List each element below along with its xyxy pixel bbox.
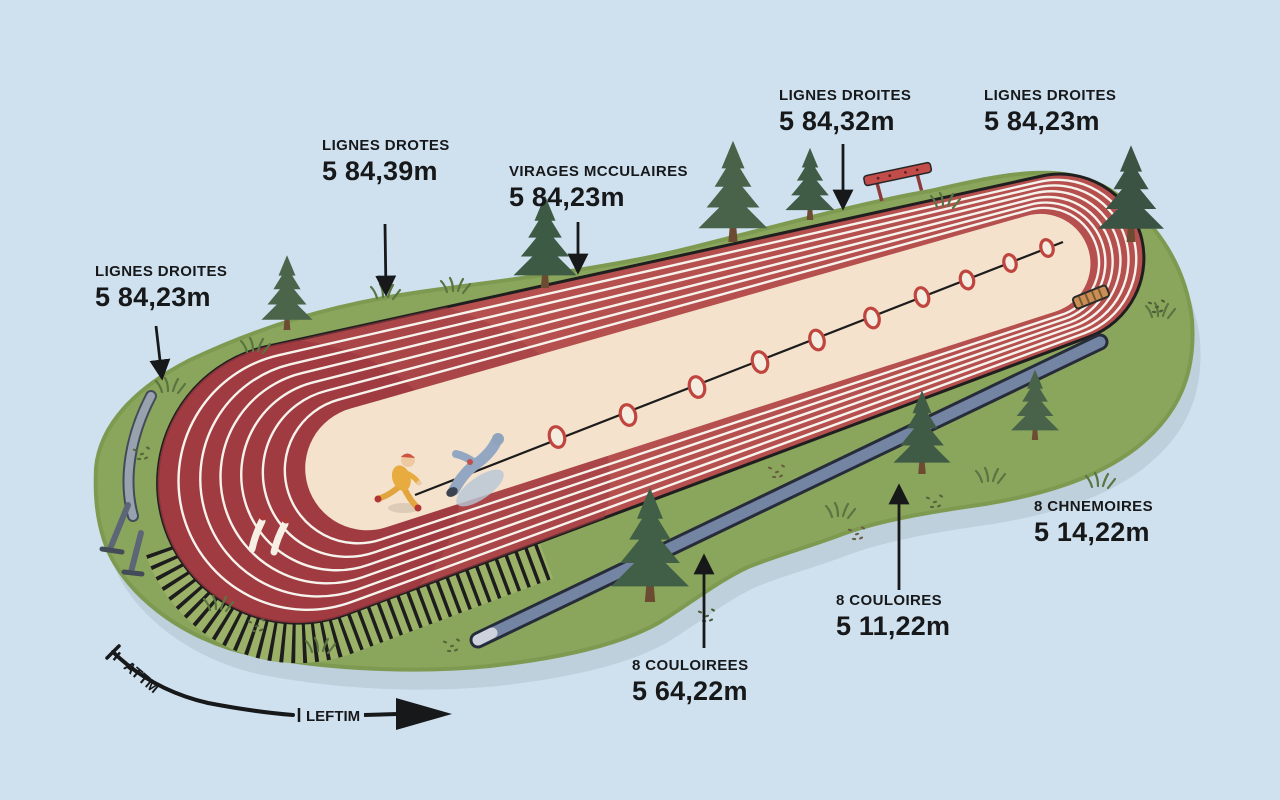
infield — [305, 213, 1091, 531]
chalk-marks — [248, 513, 290, 556]
lane-lines — [177, 178, 1138, 611]
annotation-value: 5 84,23m — [509, 181, 625, 212]
annotation-value: 5 14,22m — [1034, 516, 1150, 547]
annotation-title: 8 COULOIREES — [632, 657, 749, 674]
annotation-arrows — [149, 144, 910, 648]
annotation-value: 5 84,23m — [984, 105, 1100, 136]
annotation-lanes-right: 8 CHNEMOIRES 5 14,22m — [1034, 499, 1153, 546]
runner-yellow — [374, 452, 422, 513]
annotation-title: LIGNES DROITES — [95, 263, 228, 280]
arrow-left-straight — [149, 325, 171, 381]
annotation-turns: VIRAGES MCCULAIRES 5 84,23m — [509, 164, 688, 211]
annotation-value: 5 64,22m — [632, 675, 748, 706]
arrowhead-icon — [396, 698, 452, 730]
annotation-title: LIGNES DROITES — [984, 87, 1117, 104]
runner-blue — [446, 433, 504, 507]
annotation-lanes-middle: 8 COULOIRES 5 11,22m — [836, 593, 950, 640]
annotation-title: VIRAGES MCCULAIRES — [509, 163, 688, 180]
annotation-title: LIGNES DROITES — [779, 87, 912, 104]
direction-end-label: LEFTIM — [306, 708, 360, 725]
annotation-top-left-straight: LIGNES DROTES 5 84,39m — [322, 138, 450, 185]
red-bench — [863, 161, 933, 202]
bench-bar — [469, 333, 1109, 649]
annotation-value: 5 84,23m — [95, 281, 211, 312]
annotation-title: LIGNES DROTES — [322, 137, 450, 154]
hurdle-rings — [547, 238, 1055, 449]
palisade-wall — [146, 540, 554, 664]
annotation-title: 8 COULOIRES — [836, 592, 943, 609]
annotation-value: 5 11,22m — [836, 610, 951, 641]
annotation-left-straight: LIGNES DROITES 5 84,23m — [95, 264, 227, 311]
annotation-top-mid-straight: LIGNES DROITES 5 84,32m — [779, 88, 911, 135]
measuring-line — [414, 238, 1064, 497]
annotation-value: 5 84,39m — [322, 155, 438, 186]
annotation-value: 5 84,32m — [779, 105, 895, 136]
annotation-lanes-bottom: 8 COULOIREES 5 64,22m — [632, 658, 749, 705]
annotation-top-right-straight: LIGNES DROITES 5 84,23m — [984, 88, 1116, 135]
arrow-top-left-straight — [375, 223, 397, 297]
annotation-title: 8 CHNEMOIRES — [1034, 498, 1153, 515]
side-rail — [99, 390, 157, 577]
takeoff-mat — [1071, 284, 1111, 310]
